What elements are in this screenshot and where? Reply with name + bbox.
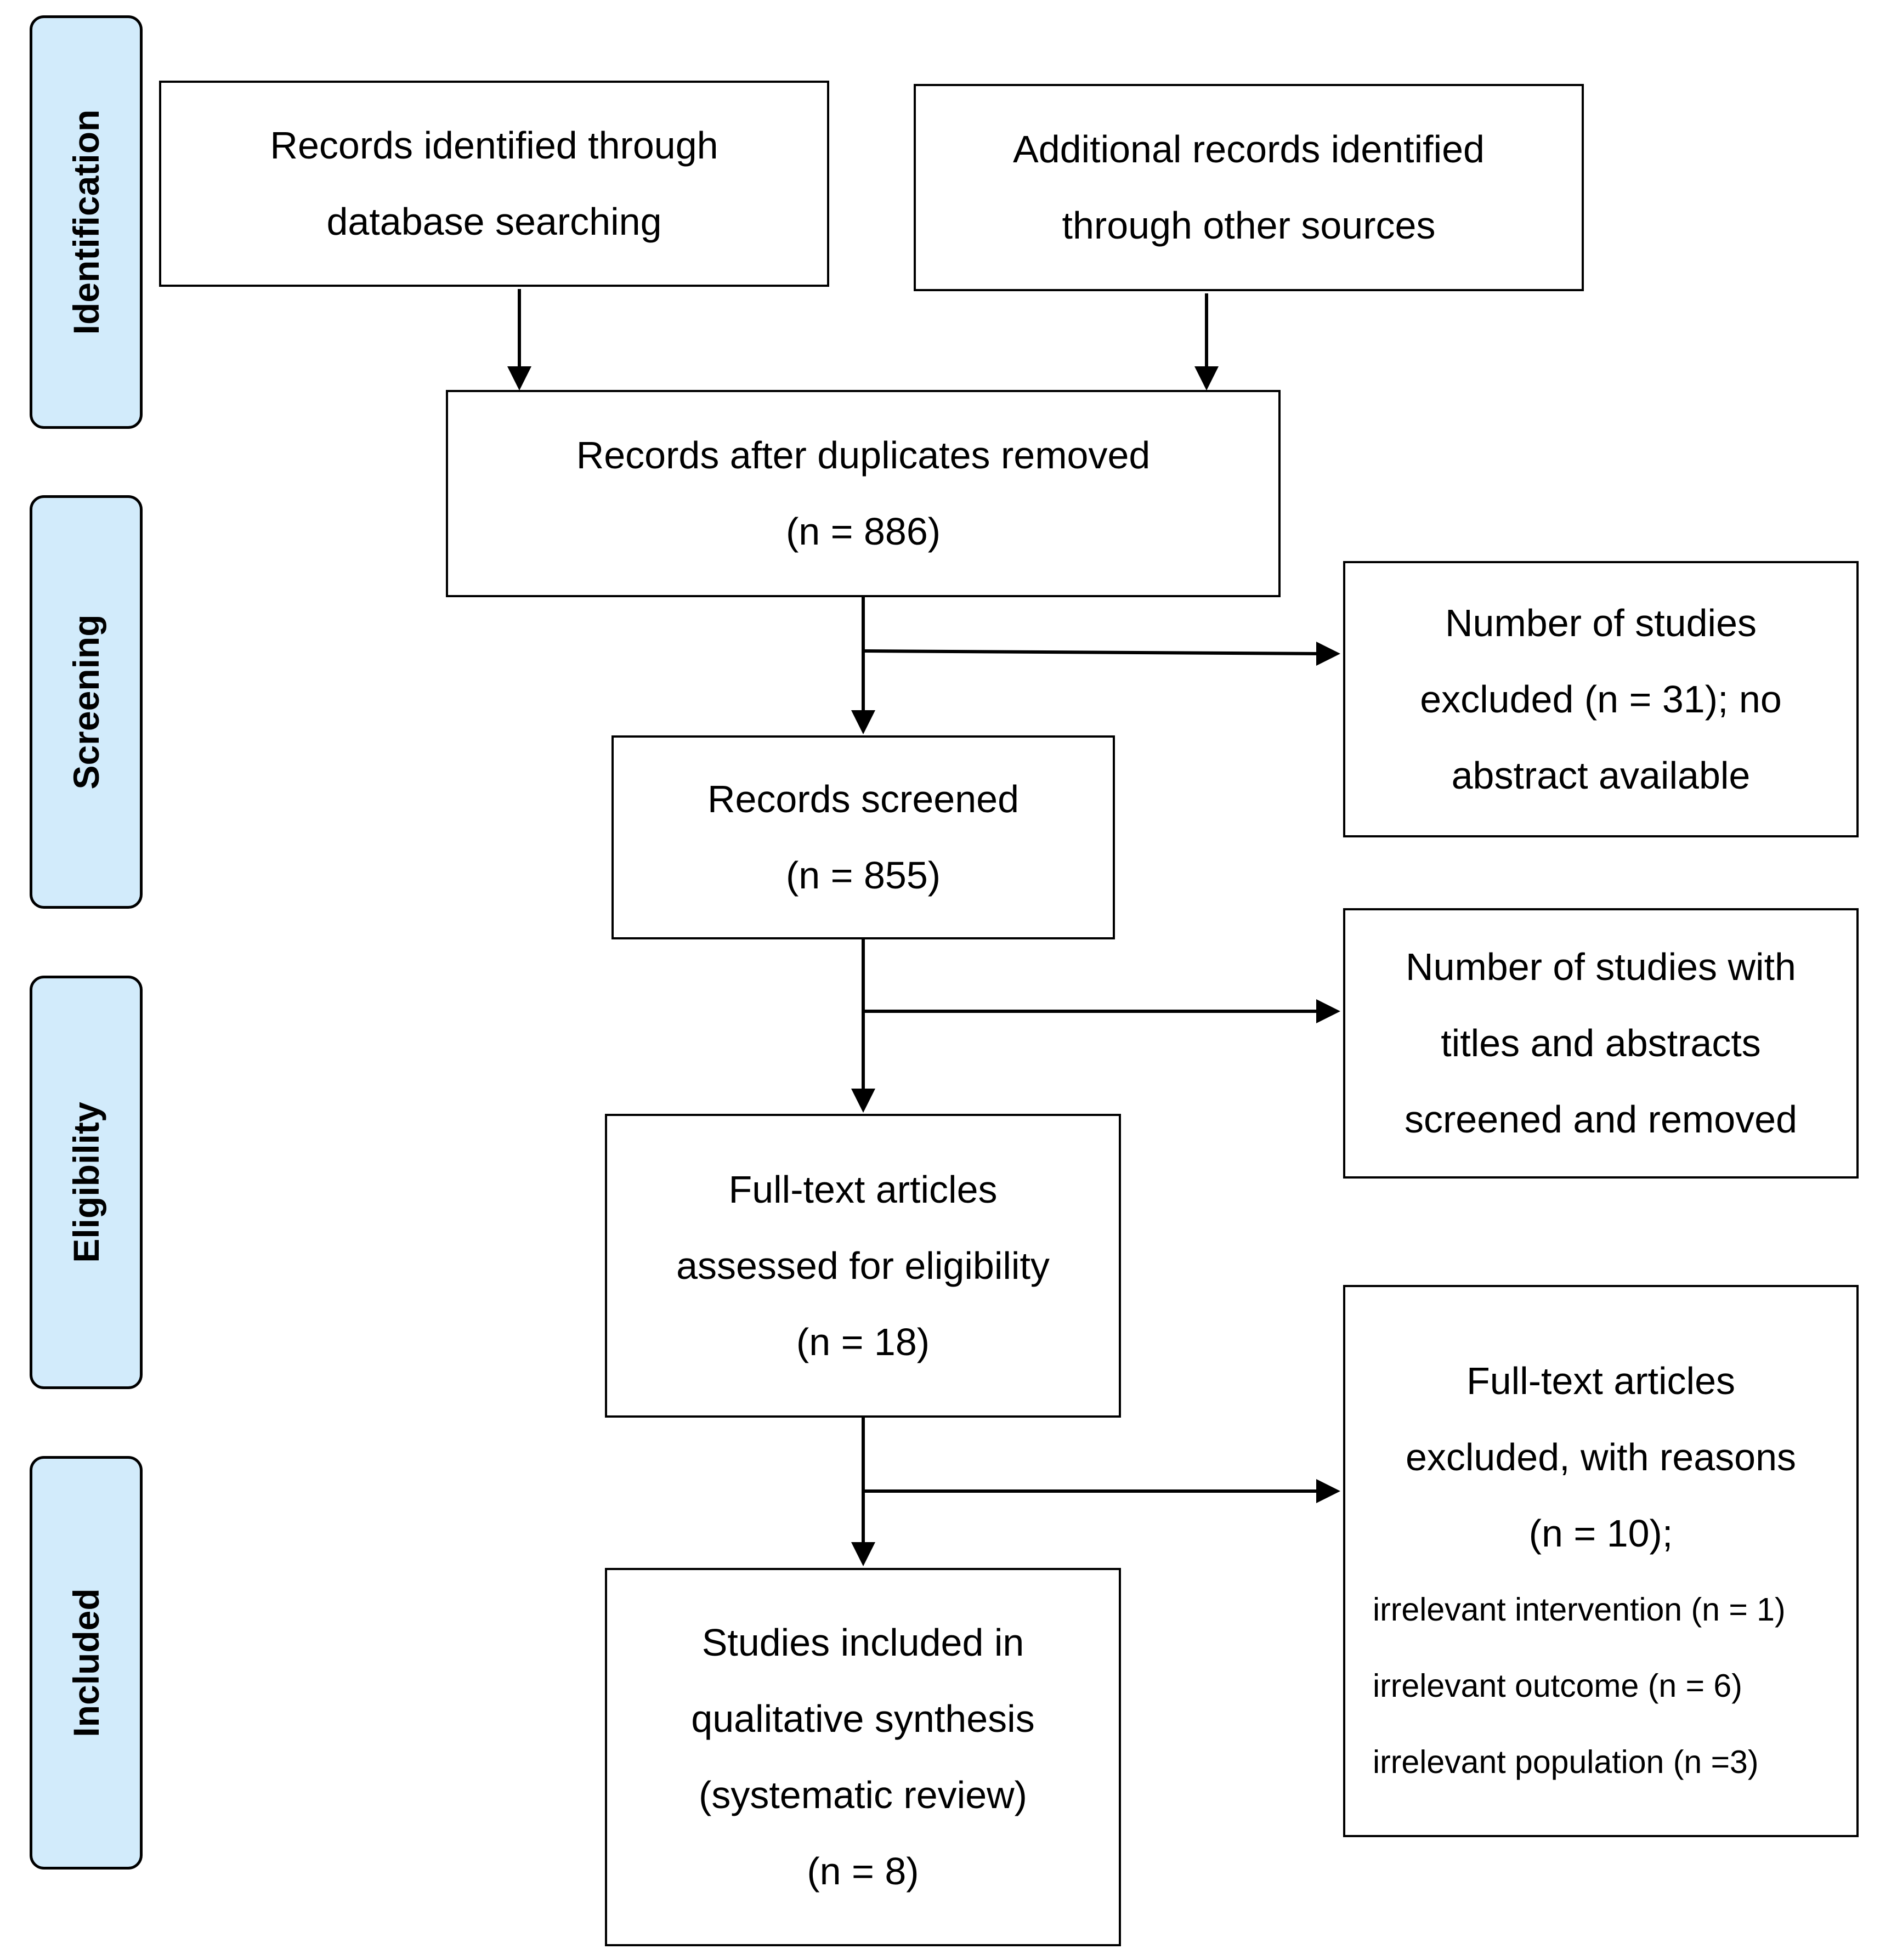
count-label: (n = 855) <box>785 854 941 897</box>
box-line: (systematic review) <box>699 1774 1027 1816</box>
fulltext-assessed-box: Full-text articles assessed for eligibil… <box>605 1114 1121 1418</box>
arrowhead-fulltext-excluded <box>1316 1479 1340 1503</box>
stage-identification-label: Identification <box>66 109 106 335</box>
exclusion-reason: irrelevant intervention (n = 1) <box>1373 1591 1786 1628</box>
box-line: Records after duplicates removed <box>576 434 1151 477</box>
exclusion-reason: irrelevant outcome (n = 6) <box>1373 1668 1742 1704</box>
titles-abstracts-box: Number of studies with titles and abstra… <box>1343 908 1859 1179</box>
box-line: excluded (n = 31); no <box>1420 677 1782 721</box>
stage-screening-label: Screening <box>66 614 106 790</box>
arrowhead-database <box>507 366 531 390</box>
box-line: through other sources <box>1062 204 1436 247</box>
arrowhead-screened <box>851 710 875 734</box>
box-line: Number of studies with <box>1406 945 1796 988</box>
stage-eligibility-label: Eligibility <box>66 1102 106 1263</box>
studies-included-box: Studies included in qualitative synthesi… <box>605 1568 1121 1946</box>
box-line: Records identified through <box>270 124 718 167</box>
stage-identification: Identification <box>30 15 143 429</box>
connector-to-no-abstract <box>863 649 1323 655</box>
box-line: Additional records identified <box>1013 128 1485 171</box>
count-label: (n = 8) <box>807 1850 919 1893</box>
box-line: Records screened <box>707 778 1020 820</box>
box-line: Studies included in <box>701 1621 1024 1664</box>
arrowhead-titles-abstracts <box>1316 999 1340 1023</box>
database-records-box: Records identified through database sear… <box>159 81 829 287</box>
no-abstract-box: Number of studies excluded (n = 31); no … <box>1343 561 1859 837</box>
arrowhead-no-abstract <box>1316 642 1340 666</box>
after-duplicates-box: Records after duplicates removed (n = 88… <box>446 390 1281 597</box>
count-label: (n = 886) <box>785 510 941 553</box>
stage-eligibility: Eligibility <box>30 976 143 1389</box>
stage-screening: Screening <box>30 495 143 909</box>
arrowhead-fulltext <box>851 1089 875 1113</box>
records-screened-box: Records screened (n = 855) <box>611 735 1115 939</box>
box-line: assessed for eligibility <box>676 1244 1050 1287</box>
box-line: excluded, with reasons <box>1405 1436 1797 1479</box>
count-label: (n = 18) <box>796 1320 930 1363</box>
fulltext-excluded-box: Full-text articles excluded, with reason… <box>1343 1285 1859 1837</box>
box-line: titles and abstracts <box>1441 1022 1761 1064</box>
stage-included: Included <box>30 1456 143 1870</box>
box-line: Number of studies <box>1445 601 1757 644</box>
other-sources-box: Additional records identified through ot… <box>914 84 1584 291</box>
box-line: screened and removed <box>1405 1098 1797 1141</box>
box-line: database searching <box>326 200 662 243</box>
exclusion-reason: irrelevant population (n =3) <box>1373 1744 1759 1780</box>
box-line: abstract available <box>1451 754 1751 797</box>
box-line: qualitative synthesis <box>691 1697 1035 1740</box>
stage-included-label: Included <box>66 1588 106 1737</box>
arrowhead-included <box>851 1542 875 1566</box>
count-label: (n = 10); <box>1528 1512 1673 1555</box>
box-line: Full-text articles <box>1466 1359 1736 1402</box>
box-line: Full-text articles <box>728 1168 998 1211</box>
arrowhead-other-sources <box>1194 366 1219 390</box>
